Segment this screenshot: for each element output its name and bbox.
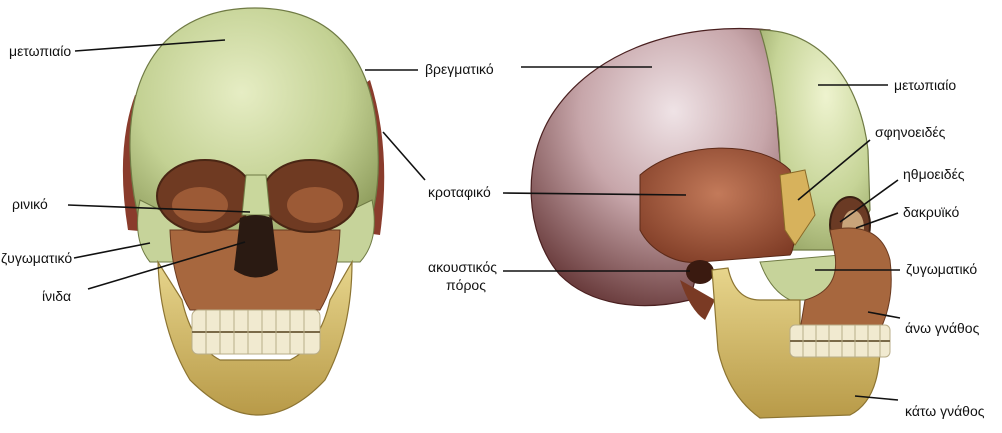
label-front-nasal: ρινικό [12, 196, 48, 213]
side-skull [531, 28, 891, 418]
side-teeth [790, 325, 890, 357]
label-front-zygomatic: ζυγωματικό [1, 250, 72, 267]
label-front-frontal: μετωπιαίο [9, 43, 71, 60]
label-mandible: κάτω γνάθος [905, 403, 985, 420]
label-acoustic-2: πόρος [446, 277, 486, 294]
label-maxilla: άνω γνάθος [905, 320, 979, 337]
label-parietal: βρεγματικό [425, 61, 494, 78]
front-teeth [192, 310, 320, 354]
front-nasal-cavity [234, 215, 278, 278]
label-ethmoid: ηθμοειδές [903, 166, 965, 183]
label-acoustic-1: ακουστικός [428, 259, 497, 276]
label-sphenoid: σφηνοειδές [875, 124, 945, 141]
front-skull [123, 8, 384, 415]
leader-front-zygomatic [74, 243, 150, 258]
label-side-frontal: μετωπιαίο [894, 77, 956, 94]
label-lacrimal: δακρυϊκό [903, 204, 959, 221]
side-temporal-bone [640, 148, 796, 262]
leader-temporal-front [383, 132, 425, 180]
label-temporal: κροταφικό [428, 184, 491, 201]
side-acoustic-meatus [686, 260, 714, 284]
front-nasal-bone [242, 175, 270, 215]
label-front-iris: ίνιδα [42, 288, 71, 305]
label-side-zygomatic: ζυγωματικό [906, 261, 977, 278]
